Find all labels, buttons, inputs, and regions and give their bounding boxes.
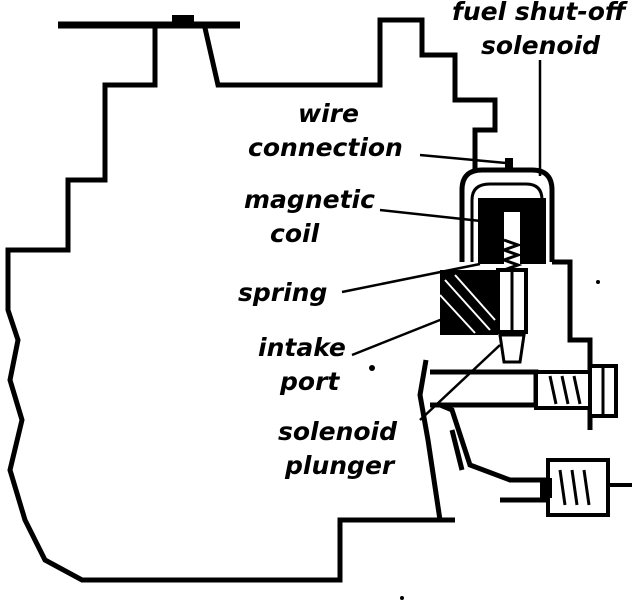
label-intake-2: port [279,367,340,396]
edge-mark [596,280,600,284]
fuel-passage [439,402,548,503]
label-plunger-2: plunger [284,451,396,480]
label-wire-1: wire [298,99,359,128]
seal-block [439,270,498,335]
spring-coil [499,238,523,272]
leader-lines [341,60,542,421]
label-fuel-shutoff-1: fuel shut-off [452,0,628,26]
wire-terminal [505,158,513,172]
label-intake-1: intake [258,333,346,362]
bottom-mark [400,596,404,600]
solenoid-plunger [496,268,528,364]
solenoid-cap-inner [470,182,544,262]
adjusting-screw [534,364,618,418]
label-plunger-1: solenoid [278,417,398,446]
label-magnetic-1: magnetic [244,185,375,214]
label-spring: spring [238,278,327,307]
top-cover-bar [58,15,240,29]
label-wire-2: connection [248,133,403,162]
label-fuel-shutoff-2: solenoid [481,31,601,60]
magnetic-coil [478,198,546,264]
label-magnetic-2: coil [270,219,320,248]
check-valve [540,458,632,517]
pump-body-outline [5,17,498,583]
body-mark [369,365,375,371]
